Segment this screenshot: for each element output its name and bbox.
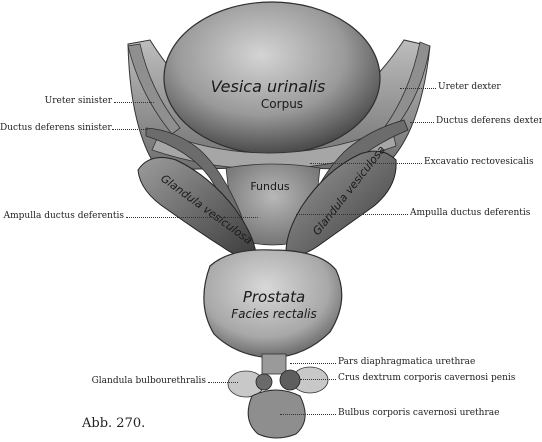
leader-glandula-bulbourethralis bbox=[208, 382, 238, 383]
leader-ureter-sinister bbox=[114, 102, 154, 103]
leader-bulbus bbox=[280, 414, 336, 415]
leader-pars-diaphragmatica bbox=[290, 363, 336, 364]
label-bulbus: Bulbus corporis cavernosi urethrae bbox=[338, 408, 500, 418]
label-ductus-deferens-dexter: Ductus deferens dexter bbox=[436, 116, 542, 126]
label-ampulla-left: Ampulla ductus deferentis bbox=[3, 211, 124, 221]
figure-label: Abb. 270. bbox=[82, 416, 146, 431]
bladder-sub-label: Corpus bbox=[261, 97, 303, 111]
prostate-sub-label: Facies rectalis bbox=[231, 307, 317, 321]
leader-ampulla-right bbox=[296, 214, 408, 215]
prostate-shape bbox=[203, 249, 343, 359]
label-glandula-bulbourethralis: Glandula bulbourethralis bbox=[91, 376, 206, 386]
label-crus-dextrum: Crus dextrum corporis cavernosi penis bbox=[338, 373, 516, 383]
leader-ductus-deferens-sinister bbox=[112, 129, 148, 130]
label-ureter-sinister: Ureter sinister bbox=[44, 96, 112, 106]
label-excavatio: Excavatio rectovesicalis bbox=[424, 157, 534, 167]
excavatio-fold bbox=[151, 127, 397, 170]
label-pars-diaphragmatica: Pars diaphragmatica urethrae bbox=[338, 357, 476, 367]
label-ureter-dexter: Ureter dexter bbox=[438, 82, 501, 92]
leader-ductus-deferens-dexter bbox=[410, 122, 434, 123]
label-ductus-deferens-sinister: Ductus deferens sinister bbox=[0, 123, 112, 133]
leader-ampulla-left bbox=[126, 217, 258, 218]
label-ampulla-right: Ampulla ductus deferentis bbox=[410, 208, 531, 218]
bulbus-shape bbox=[247, 389, 306, 439]
leader-ureter-dexter bbox=[400, 88, 436, 89]
leader-crus-dextrum bbox=[300, 379, 336, 380]
prostate-title-label: Prostata bbox=[243, 288, 305, 306]
urethra-shape bbox=[261, 353, 287, 375]
fundus-label: Fundus bbox=[250, 180, 290, 193]
bladder-title-label: Vesica urinalis bbox=[211, 77, 326, 96]
leader-excavatio bbox=[310, 163, 422, 164]
